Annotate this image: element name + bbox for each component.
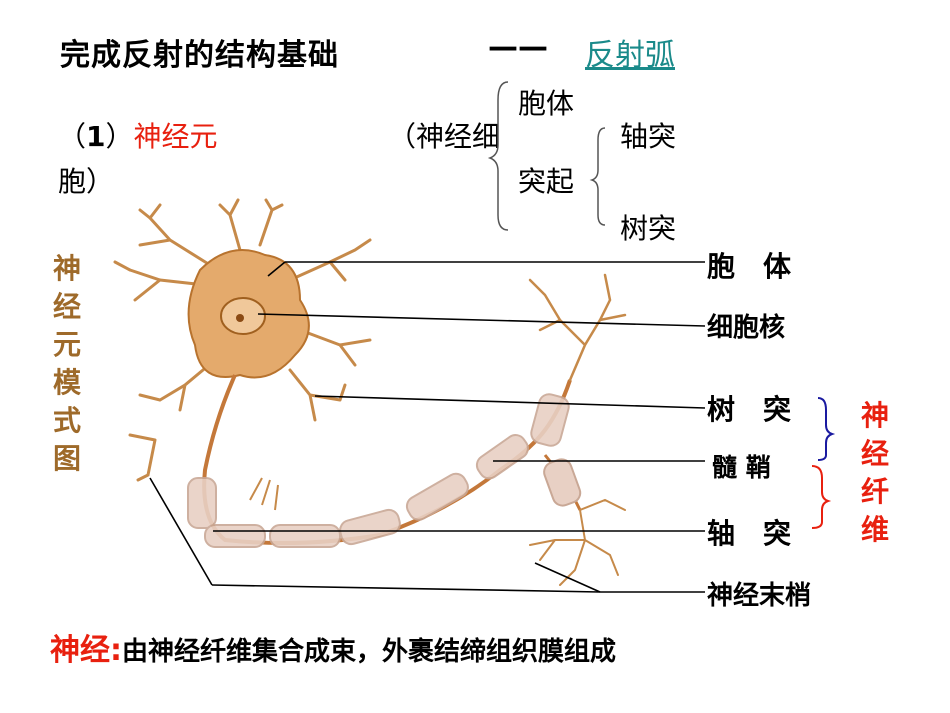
label-nerve-ending: 神经末梢 [707, 581, 812, 611]
paren-text-2: 胞） [58, 165, 115, 198]
lower-terminal-branch [529, 498, 626, 586]
label-dendrite: 树 突 [707, 393, 792, 426]
label-soma: 胞 体 [707, 250, 792, 283]
reflex-arc-link[interactable]: 反射弧 [585, 38, 675, 73]
brace-red [811, 465, 832, 529]
brace-blue [817, 397, 836, 461]
label-nucleus: 细胞核 [707, 313, 786, 343]
neuron-term: 神经元 [133, 120, 218, 153]
tree-leaf-axon: 轴突 [620, 120, 677, 153]
upper-terminal-branch [528, 273, 627, 382]
label-myelin: 髓 鞘 [712, 453, 771, 482]
tree-leaf-dendrite: 树突 [620, 212, 677, 245]
section-number: 1 [86, 120, 106, 153]
nerve-fiber-label: 神经纤维 [860, 399, 889, 546]
myelin-sheath [187, 393, 570, 548]
pointer-lines [149, 261, 706, 593]
label-axon: 轴 突 [707, 517, 792, 550]
paren-text: （神经细 [388, 120, 501, 153]
tree-root-process: 突起 [518, 165, 575, 198]
page-title: 完成反射的结构基础 [60, 38, 339, 73]
paren-open: （ [58, 120, 87, 153]
nerve-term: 神经: [50, 633, 122, 668]
brace-small [589, 127, 606, 226]
brace-large [487, 81, 509, 231]
tree-root-soma: 胞体 [518, 87, 575, 120]
paren-close: ） [105, 120, 134, 153]
nerve-definition-text: 由神经纤维集合成束，外裹结缔组织膜组成 [122, 637, 617, 667]
nerve-definition: 神经:由神经纤维集合成束，外裹结缔组织膜组成 [50, 625, 616, 669]
title-dash: —— [488, 30, 548, 65]
section-heading: （1）神经元 [58, 115, 218, 155]
diagram-side-title: 神经元模式图 [52, 252, 81, 475]
